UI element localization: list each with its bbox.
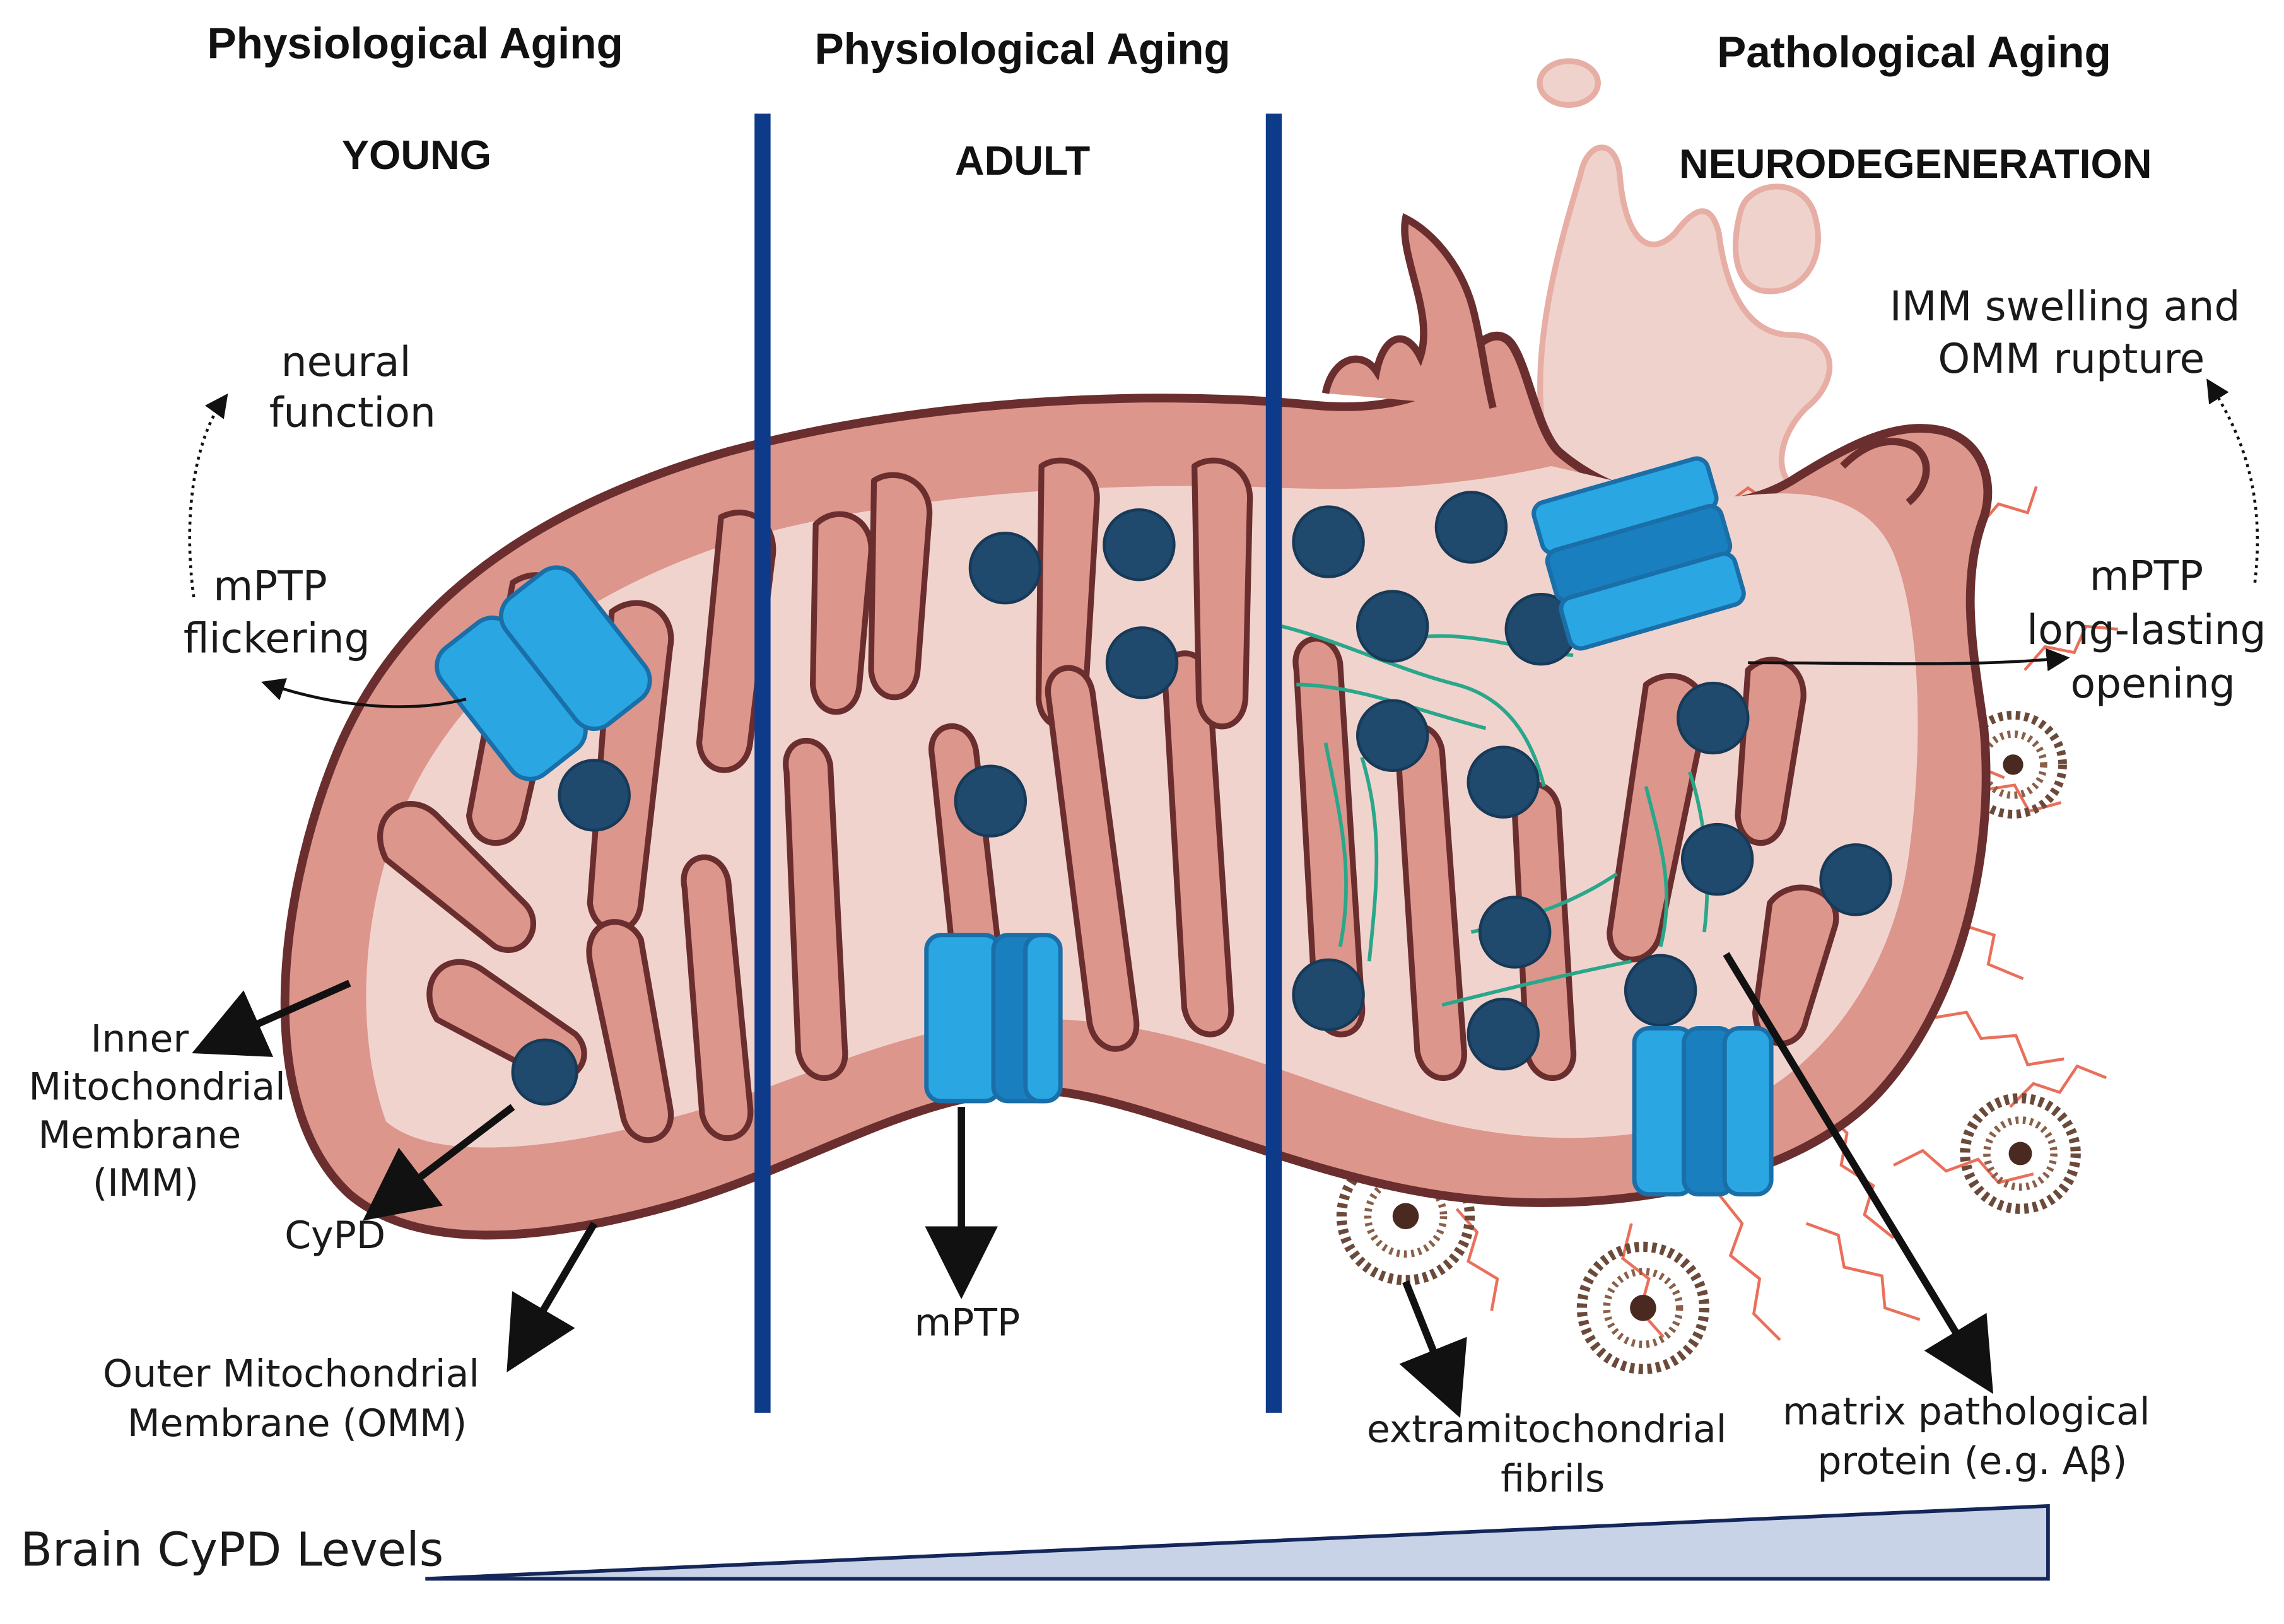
label-mptp-flickering: mPTP flickering <box>184 563 370 662</box>
title-young: YOUNG <box>342 132 491 178</box>
mptp-pore-neuro-top <box>1531 456 1746 651</box>
membrane-protrusion <box>1321 213 1497 409</box>
stage-header-pathological: Pathological Aging <box>1717 27 2111 76</box>
label-brain-cypd: Brain CyPD Levels <box>20 1523 443 1577</box>
omm-rupture-edge <box>1840 438 1930 506</box>
title-neurodegeneration: NEURODEGENERATION <box>1679 141 2152 187</box>
arrow-neural-function <box>188 393 228 598</box>
title-adult: ADULT <box>955 137 1090 184</box>
arrows <box>188 378 2259 1418</box>
label-imm-swelling: IMM swelling and OMM rupture <box>1890 283 2253 383</box>
label-neural-function: neural function <box>269 339 436 437</box>
cypd-molecules <box>511 491 1892 1106</box>
arrow-imm <box>192 979 351 1057</box>
plaque-3 <box>1960 1093 2081 1214</box>
arrow-cypd <box>363 1104 515 1221</box>
stage-header-adult: Physiological Aging <box>814 25 1230 74</box>
arrow-fibrils <box>1399 1280 1467 1418</box>
label-cypd: CyPD <box>284 1213 385 1258</box>
mptp-pore-adult <box>924 933 1063 1104</box>
cypd-level-gradient <box>425 1504 2050 1581</box>
arrow-omm <box>507 1221 598 1372</box>
plaque-5 <box>1576 1241 1709 1374</box>
divider-right <box>1265 114 1282 1413</box>
mptp-pore-neuro-bottom <box>1632 1025 1774 1197</box>
mptp-pore-young <box>435 565 652 781</box>
arrow-imm-swelling <box>2206 378 2259 583</box>
divider-left <box>754 114 771 1413</box>
label-imm: Inner Mitochondrial Membrane (IMM) <box>28 1017 298 1205</box>
label-extramito-fibrils: extramitochondrial fibrils <box>1367 1407 1739 1501</box>
stage-header-young: Physiological Aging <box>207 18 623 67</box>
label-omm: Outer Mitochondrial Membrane (OMM) <box>103 1352 491 1446</box>
arrow-matrix-protein <box>1723 952 1994 1394</box>
arrow-mptp-long <box>1748 648 2070 672</box>
arrow-mptp-flickering <box>261 678 467 708</box>
label-mptp-adult: mPTP <box>915 1301 1021 1345</box>
label-matrix-protein: matrix pathological protein (e.g. Aβ) <box>1783 1390 2162 1484</box>
label-mptp-long: mPTP long-lasting opening <box>2027 552 2279 708</box>
